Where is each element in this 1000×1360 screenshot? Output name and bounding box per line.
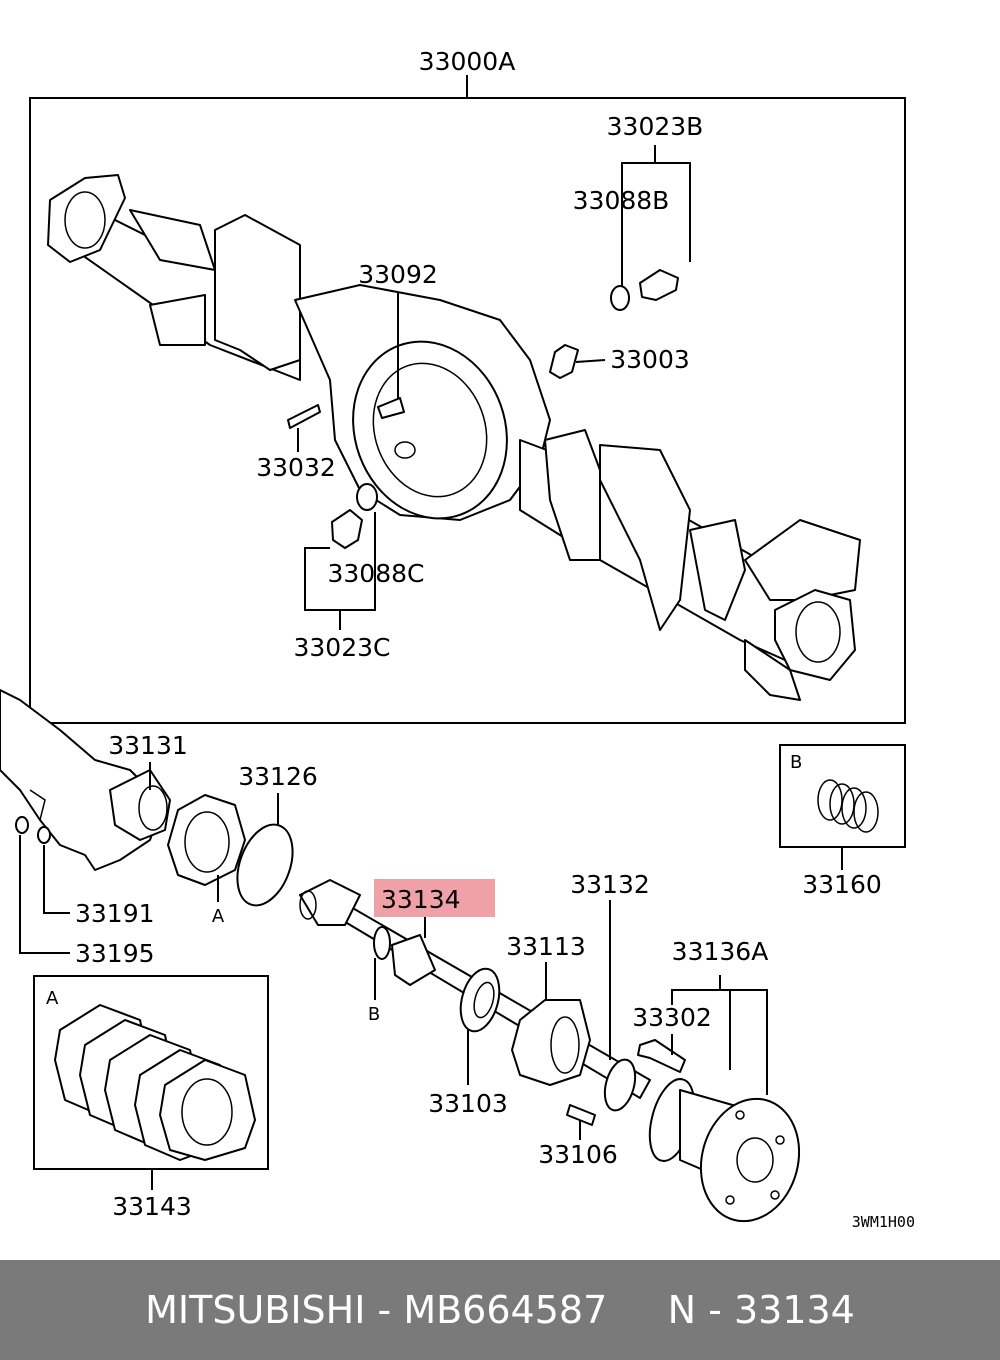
label-33126[interactable]: 33126 [238, 762, 318, 791]
washer-33191 [37, 826, 51, 844]
label-33023B[interactable]: 33023B [607, 112, 704, 141]
label-33003[interactable]: 33003 [610, 345, 690, 374]
gasket-plate [167, 794, 246, 886]
axle-hub-33136A [648, 1078, 801, 1223]
label-33143[interactable]: 33143 [112, 1192, 192, 1221]
label-33088C[interactable]: 33088C [328, 559, 425, 588]
box-a-label: A [46, 988, 59, 1009]
label-33023C[interactable]: 33023C [294, 633, 391, 662]
box-b-label: B [790, 752, 802, 773]
parts-diagram: 33000A 33023B 33088B 33092 [0, 47, 915, 1231]
highlight-33134 [374, 879, 495, 917]
label-33131[interactable]: 33131 [108, 731, 188, 760]
hub-bolt-33302 [637, 1039, 686, 1073]
label-33195[interactable]: 33195 [75, 939, 155, 968]
label-33092[interactable]: 33092 [358, 260, 438, 289]
label-33160[interactable]: 33160 [802, 870, 882, 899]
bearing-33103 [459, 967, 501, 1033]
footer-gap [607, 1288, 667, 1332]
axle-housing [47, 174, 861, 701]
label-33113[interactable]: 33113 [506, 932, 586, 961]
label-33103[interactable]: 33103 [428, 1089, 508, 1118]
o-ring-33126 [236, 823, 294, 907]
housing-end-section [0, 689, 171, 871]
label-33132[interactable]: 33132 [570, 870, 650, 899]
footer-sep-1: - [365, 1288, 404, 1332]
label-33088B[interactable]: 33088B [573, 186, 670, 215]
spacer-ring [391, 934, 436, 986]
ref-b-label: B [368, 1004, 380, 1025]
snap-ring-b [373, 926, 391, 960]
diagram-code: 3WM1H00 [852, 1213, 915, 1231]
label-33136A[interactable]: 33136A [672, 937, 769, 966]
label-33032[interactable]: 33032 [256, 453, 336, 482]
shim-stack-33143 [54, 1004, 256, 1161]
label-33302[interactable]: 33302 [632, 1003, 712, 1032]
label-33134[interactable]: 33134 [381, 885, 461, 914]
footer-part-number: MB664587 [403, 1288, 608, 1332]
fill-plug-33023C [331, 483, 378, 549]
bolt-33106 [566, 1104, 596, 1126]
footer-brand: MITSUBISHI [145, 1288, 366, 1332]
snap-rings-33160 [817, 779, 879, 833]
bearing-retainer-33113 [511, 999, 591, 1086]
ref-a-label: A [212, 906, 225, 927]
label-33191[interactable]: 33191 [75, 899, 155, 928]
label-33000A[interactable]: 33000A [419, 47, 516, 76]
label-33106[interactable]: 33106 [538, 1140, 618, 1169]
footer-ref-number: 33134 [733, 1288, 855, 1332]
footer-ref-prefix: N [667, 1288, 697, 1332]
footer-bar: MITSUBISHI - MB664587 N - 33134 [0, 1260, 1000, 1360]
footer-sep-2: - [696, 1288, 734, 1332]
nut-33195 [15, 816, 29, 834]
drain-plug-33023B [610, 269, 679, 311]
oil-seal-33132 [603, 1058, 637, 1112]
